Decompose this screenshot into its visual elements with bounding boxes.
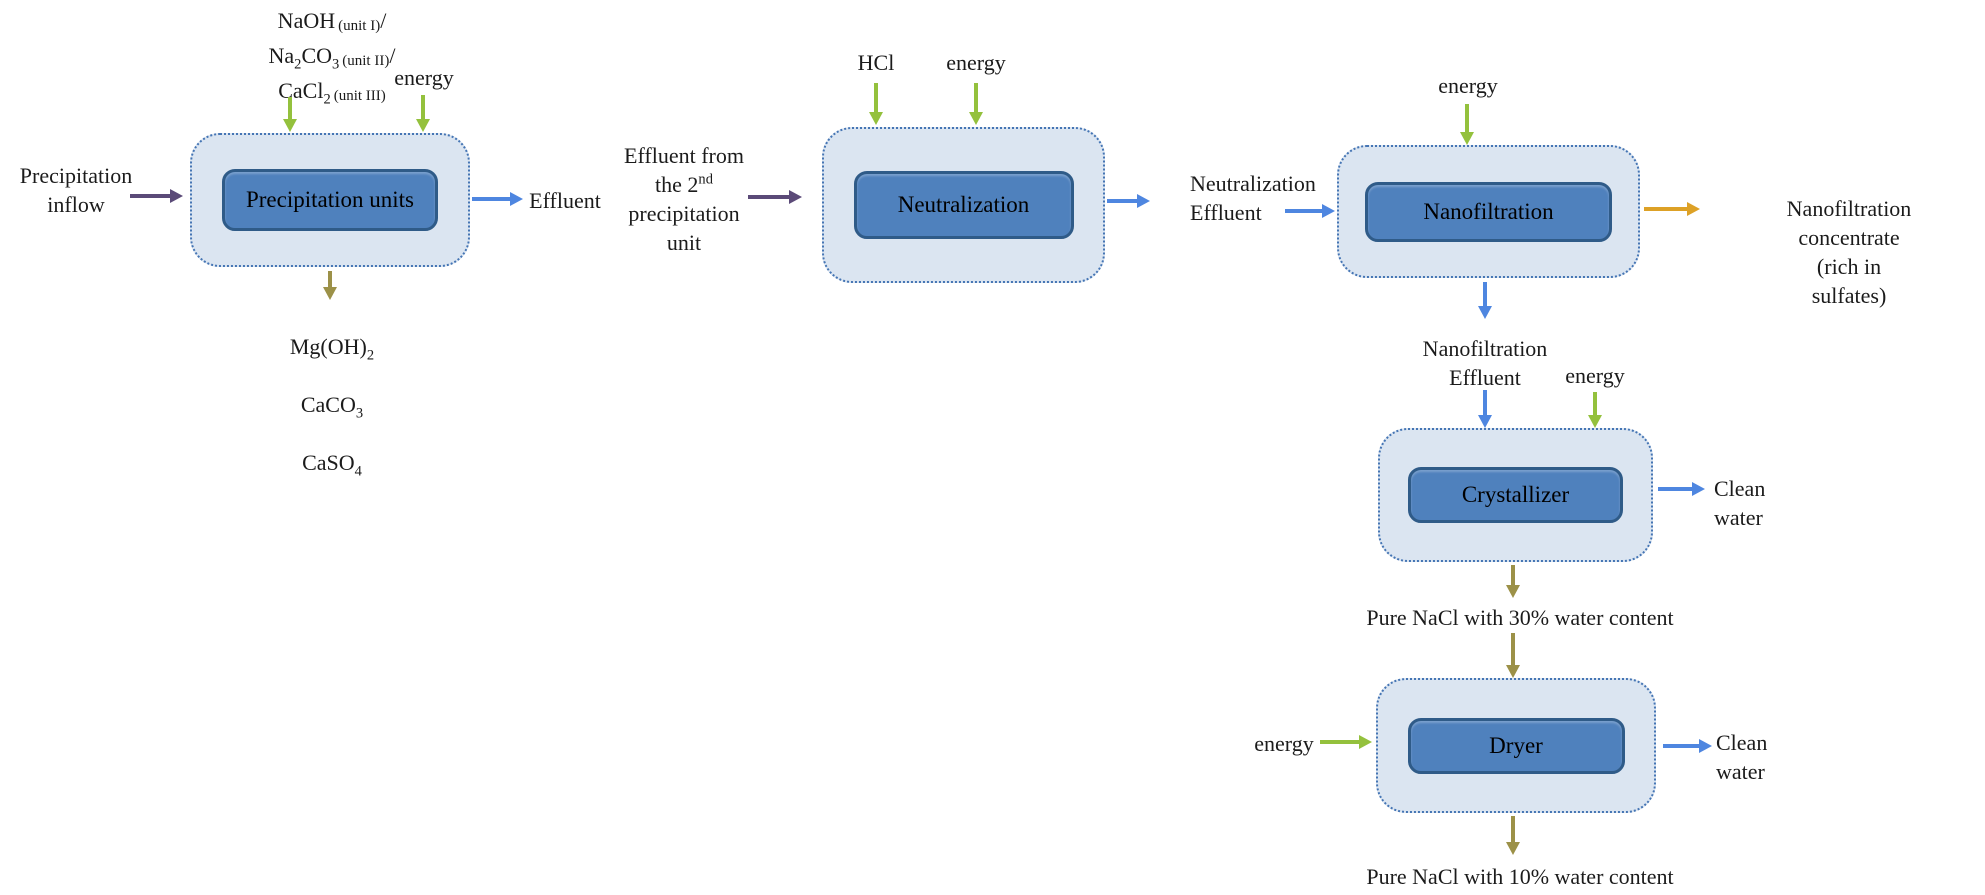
label-energy-dryer: energy <box>1254 731 1314 756</box>
label-precipitation-inflow: Precipitation inflow <box>19 163 133 217</box>
label-effluent-from-2nd: Effluent from the 2nd precipitation unit <box>624 143 744 255</box>
label-effluent: Effluent <box>529 188 601 213</box>
label-energy-neutralization: energy <box>946 50 1006 75</box>
unit-note: (unit II) <box>342 53 390 69</box>
arrow-nacl30-in <box>1511 633 1515 665</box>
arrow-energy-dryer <box>1320 740 1359 744</box>
label-reagents: NaOH(unit I)/ Na2CO3(unit II)/ CaCl2(uni… <box>269 6 396 111</box>
arrow-precipitation-inflow <box>130 194 170 198</box>
unit-label-dryer: Dryer <box>1407 717 1625 774</box>
arrow-energy-nanofiltration <box>1465 104 1469 132</box>
reagent-line: NaOH(unit I)/ <box>269 6 396 41</box>
label-energy-nanofiltration: energy <box>1438 73 1498 98</box>
arrow-nanofiltration-effluent-in <box>1483 390 1487 415</box>
unit-note: (unit I) <box>338 18 381 34</box>
unit-neutralization: Neutralization <box>822 127 1105 283</box>
arrow-reagents-in <box>288 97 292 119</box>
unit-label-nanofiltration: Nanofiltration <box>1365 181 1612 242</box>
arrow-nacl30-out <box>1511 565 1515 585</box>
arrow-energy-crystallizer <box>1593 392 1597 415</box>
chem-formula: Na2CO3 <box>268 43 340 73</box>
label-nanofiltration-concentrate: Nanofiltration concentrate (rich in sulf… <box>1786 196 1912 308</box>
label-hcl: HCl <box>857 50 895 75</box>
unit-nanofiltration: Nanofiltration <box>1337 145 1640 278</box>
unit-crystallizer: Crystallizer <box>1378 428 1653 562</box>
arrow-concentrate-out <box>1644 207 1687 211</box>
label-nanofiltration-effluent: Nanofiltration Effluent <box>1422 336 1548 390</box>
arrow-effluent-2nd-in <box>748 195 789 199</box>
arrow-clean-water-dryer <box>1663 744 1699 748</box>
label-energy-precipitation: energy <box>394 65 454 90</box>
label-neutralization-effluent: Neutralization Effluent <box>1190 171 1316 225</box>
label-clean-water-dryer: Clean water <box>1716 730 1768 784</box>
unit-label-neutralization: Neutralization <box>853 171 1074 239</box>
chem-formula: NaOH <box>277 8 336 33</box>
byproduct: CaSO4 <box>302 450 362 480</box>
byproduct: Mg(OH)2 <box>289 334 375 364</box>
reagent-line: Na2CO3(unit II)/ <box>269 41 396 76</box>
unit-precipitation-units: Precipitation units <box>190 133 470 267</box>
arrow-energy-precipitation <box>421 95 425 119</box>
arrow-nanofiltration-out <box>1483 282 1487 306</box>
label-clean-water-crystallizer: Clean water <box>1714 476 1766 530</box>
slash: / <box>380 8 387 33</box>
arrow-nacl10-out <box>1511 816 1515 842</box>
label-pure-nacl-30: Pure NaCl with 30% water content <box>1366 605 1674 630</box>
arrow-hcl-in <box>874 83 878 112</box>
unit-label-crystallizer: Crystallizer <box>1408 467 1623 523</box>
unit-label-precipitation: Precipitation units <box>222 169 438 231</box>
arrow-neutralization-out <box>1107 199 1137 203</box>
chem-formula: CaCl2 <box>278 78 331 108</box>
arrow-clean-water-crystallizer <box>1658 487 1692 491</box>
reagent-line: CaCl2(unit III) <box>269 76 396 111</box>
byproduct: CaCO3 <box>300 392 364 422</box>
arrow-byproducts-out <box>328 271 332 287</box>
slash: / <box>389 43 396 68</box>
label-pure-nacl-10: Pure NaCl with 10% water content <box>1366 864 1674 889</box>
arrow-neutralization-effluent-in <box>1285 209 1322 213</box>
arrow-effluent-out <box>472 197 510 201</box>
unit-note: (unit III) <box>333 88 386 104</box>
label-energy-crystallizer: energy <box>1565 363 1625 388</box>
arrow-energy-neutralization <box>974 83 978 112</box>
label-byproducts: Mg(OH)2 CaCO3 CaSO4 <box>290 303 374 506</box>
unit-dryer: Dryer <box>1376 678 1656 813</box>
